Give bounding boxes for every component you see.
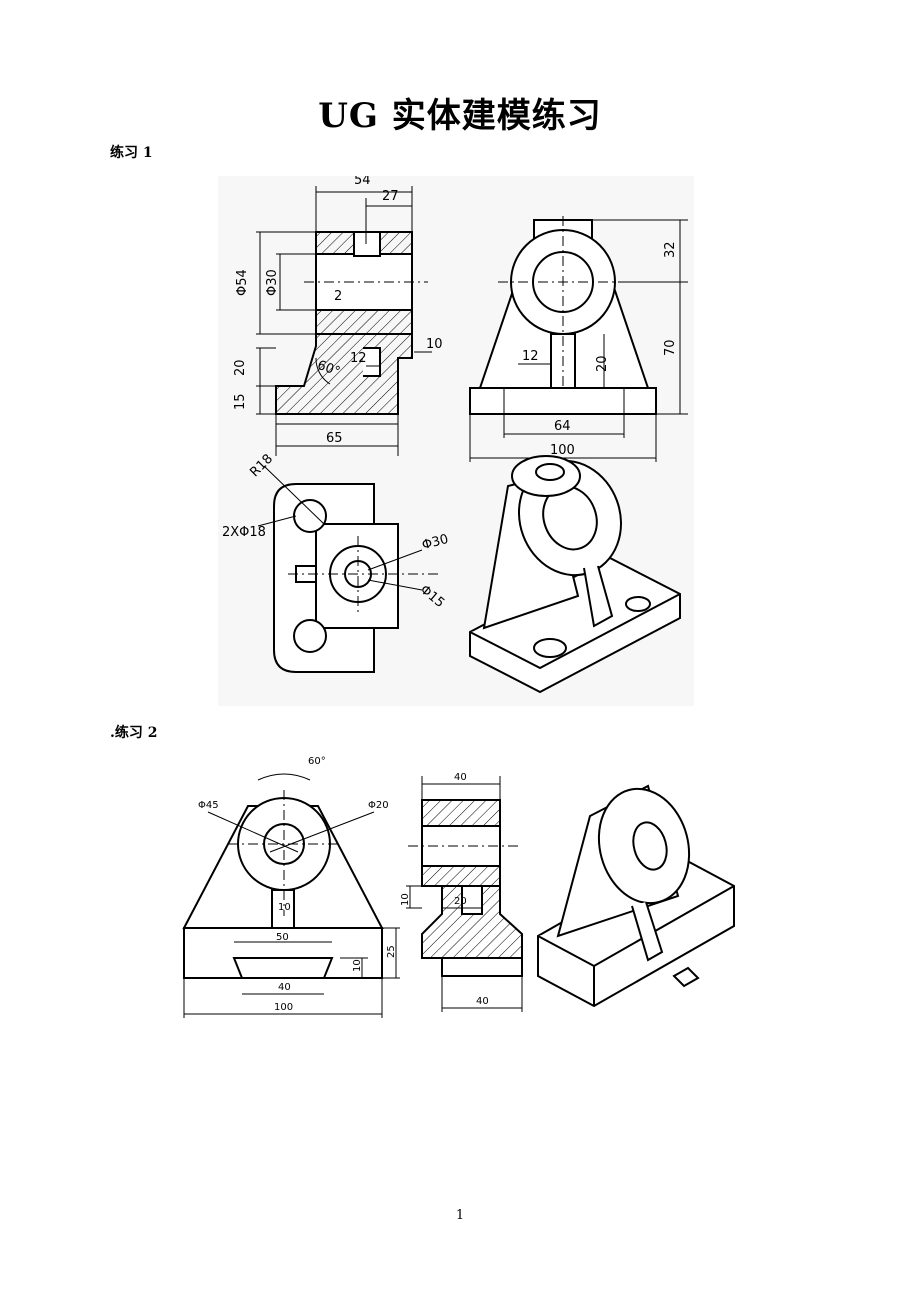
page-title: UG 实体建模练习 (318, 96, 602, 136)
svg-text:25: 25 (386, 945, 397, 958)
svg-text:2XΦ18: 2XΦ18 (222, 525, 266, 540)
svg-text:12: 12 (350, 351, 367, 366)
exercise-1-heading: 练习 1 (110, 145, 153, 161)
svg-text:10: 10 (426, 337, 443, 352)
svg-text:60°: 60° (308, 756, 326, 767)
page-number: 1 (455, 1208, 465, 1223)
front-section-view (275, 231, 413, 415)
svg-text:50: 50 (276, 932, 289, 943)
svg-text:27: 27 (382, 189, 399, 204)
svg-text:12: 12 (522, 349, 539, 364)
exercise-2-drawing: 60° Φ45 Φ20 10 50 10 25 40 100 40 10 20 … (182, 756, 735, 1018)
svg-text:40: 40 (454, 772, 467, 783)
svg-text:100: 100 (550, 443, 575, 458)
side-section-view-2 (421, 799, 523, 977)
svg-text:40: 40 (278, 982, 291, 993)
svg-text:10: 10 (352, 959, 363, 972)
svg-text:20: 20 (233, 359, 248, 376)
svg-text:64: 64 (554, 419, 571, 434)
exercise-1-drawing: 54 27 Φ54 Φ30 2 20 15 12 10 60° 65 32 70… (218, 176, 694, 706)
front-view-2 (182, 797, 384, 979)
svg-text:Φ20: Φ20 (368, 800, 389, 811)
svg-text:Φ30: Φ30 (265, 269, 280, 296)
svg-text:20: 20 (595, 355, 610, 372)
svg-text:32: 32 (663, 241, 678, 258)
svg-text:20: 20 (454, 896, 467, 907)
svg-text:Φ45: Φ45 (198, 800, 219, 811)
svg-text:Φ30: Φ30 (420, 532, 450, 553)
svg-text:65: 65 (326, 431, 343, 446)
isometric-view-2 (537, 784, 735, 1008)
svg-text:Φ54: Φ54 (235, 269, 250, 296)
svg-text:70: 70 (663, 339, 678, 356)
svg-text:10: 10 (278, 902, 291, 913)
svg-text:10: 10 (400, 893, 411, 906)
svg-text:60°: 60° (315, 358, 342, 380)
svg-text:40: 40 (476, 996, 489, 1007)
svg-text:2: 2 (334, 289, 342, 304)
svg-text:100: 100 (274, 1002, 293, 1013)
svg-text:54: 54 (354, 176, 371, 188)
exercise-2-heading: .练习 2 (110, 725, 158, 741)
isometric-view (469, 455, 681, 694)
top-view (273, 483, 399, 673)
svg-text:15: 15 (233, 393, 248, 410)
